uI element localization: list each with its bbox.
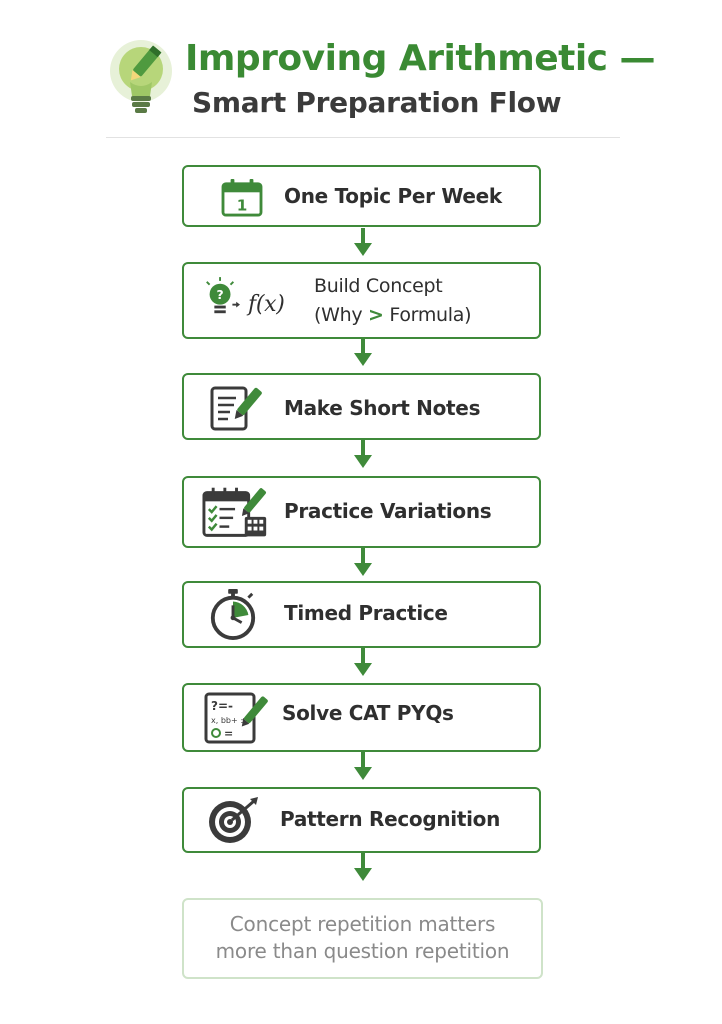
label-line2-prefix: (Why [314,304,369,326]
arrow-down-icon [354,338,372,366]
worksheet-text-1: ?=- [211,699,233,713]
step-pattern-recognition: Pattern Recognition [182,787,541,853]
header-divider [106,137,620,138]
checklist-calculator-icon [202,487,267,537]
step-make-short-notes: Make Short Notes [182,373,541,440]
step-label: Pattern Recognition [280,807,501,831]
calendar-icon: 1 [221,179,263,217]
step-one-topic-per-week: 1 One Topic Per Week [182,165,541,227]
step-label: One Topic Per Week [284,184,502,208]
step-label: Make Short Notes [284,396,481,420]
worksheet-pen-icon: ?=- x, bb+ ± = [204,692,268,744]
step-label-line1: Build Concept [314,275,443,297]
page-subtitle: Smart Preparation Flow [192,86,562,119]
step-build-concept: ? f(x) Build Concept (Why > Formula) [182,262,541,339]
notepad-pen-icon [210,386,262,431]
worksheet-text-2: x, bb+ ± [211,716,247,725]
arrow-down-icon [354,752,372,780]
step-practice-variations: Practice Variations [182,476,541,548]
svg-text:?: ? [216,288,223,302]
step-timed-practice: Timed Practice [182,581,541,648]
page-title: Improving Arithmetic — [185,38,656,79]
label-line2-suffix: Formula) [383,304,472,326]
header: Improving Arithmetic — Smart Preparation… [0,0,722,140]
arrow-down-icon [354,228,372,256]
arrow-down-icon [354,853,372,881]
footer-line-2: more than question repetition [215,939,510,963]
arrow-down-icon [354,648,372,676]
formula-icon-text: f(x) [248,292,285,317]
step-label: Timed Practice [284,601,448,625]
footer-line-1: Concept repetition matters [229,912,496,936]
greater-than-symbol: > [368,304,384,326]
step-label: Practice Variations [284,499,492,523]
target-icon [209,797,258,843]
worksheet-text-3: = [224,727,233,740]
step-label-line2: (Why > Formula) [314,304,472,326]
arrow-down-icon [354,440,372,468]
step-label: Solve CAT PYQs [282,701,454,725]
lightbulb-question-icon: ? [206,277,240,314]
footer-note: Concept repetition matters more than que… [182,898,543,979]
step-solve-cat-pyqs: ?=- x, bb+ ± = Solve CAT PYQs [182,683,541,752]
arrow-down-icon [354,548,372,576]
svg-text:1: 1 [237,196,248,214]
stopwatch-icon [210,589,256,640]
lightbulb-pencil-icon [110,40,172,113]
